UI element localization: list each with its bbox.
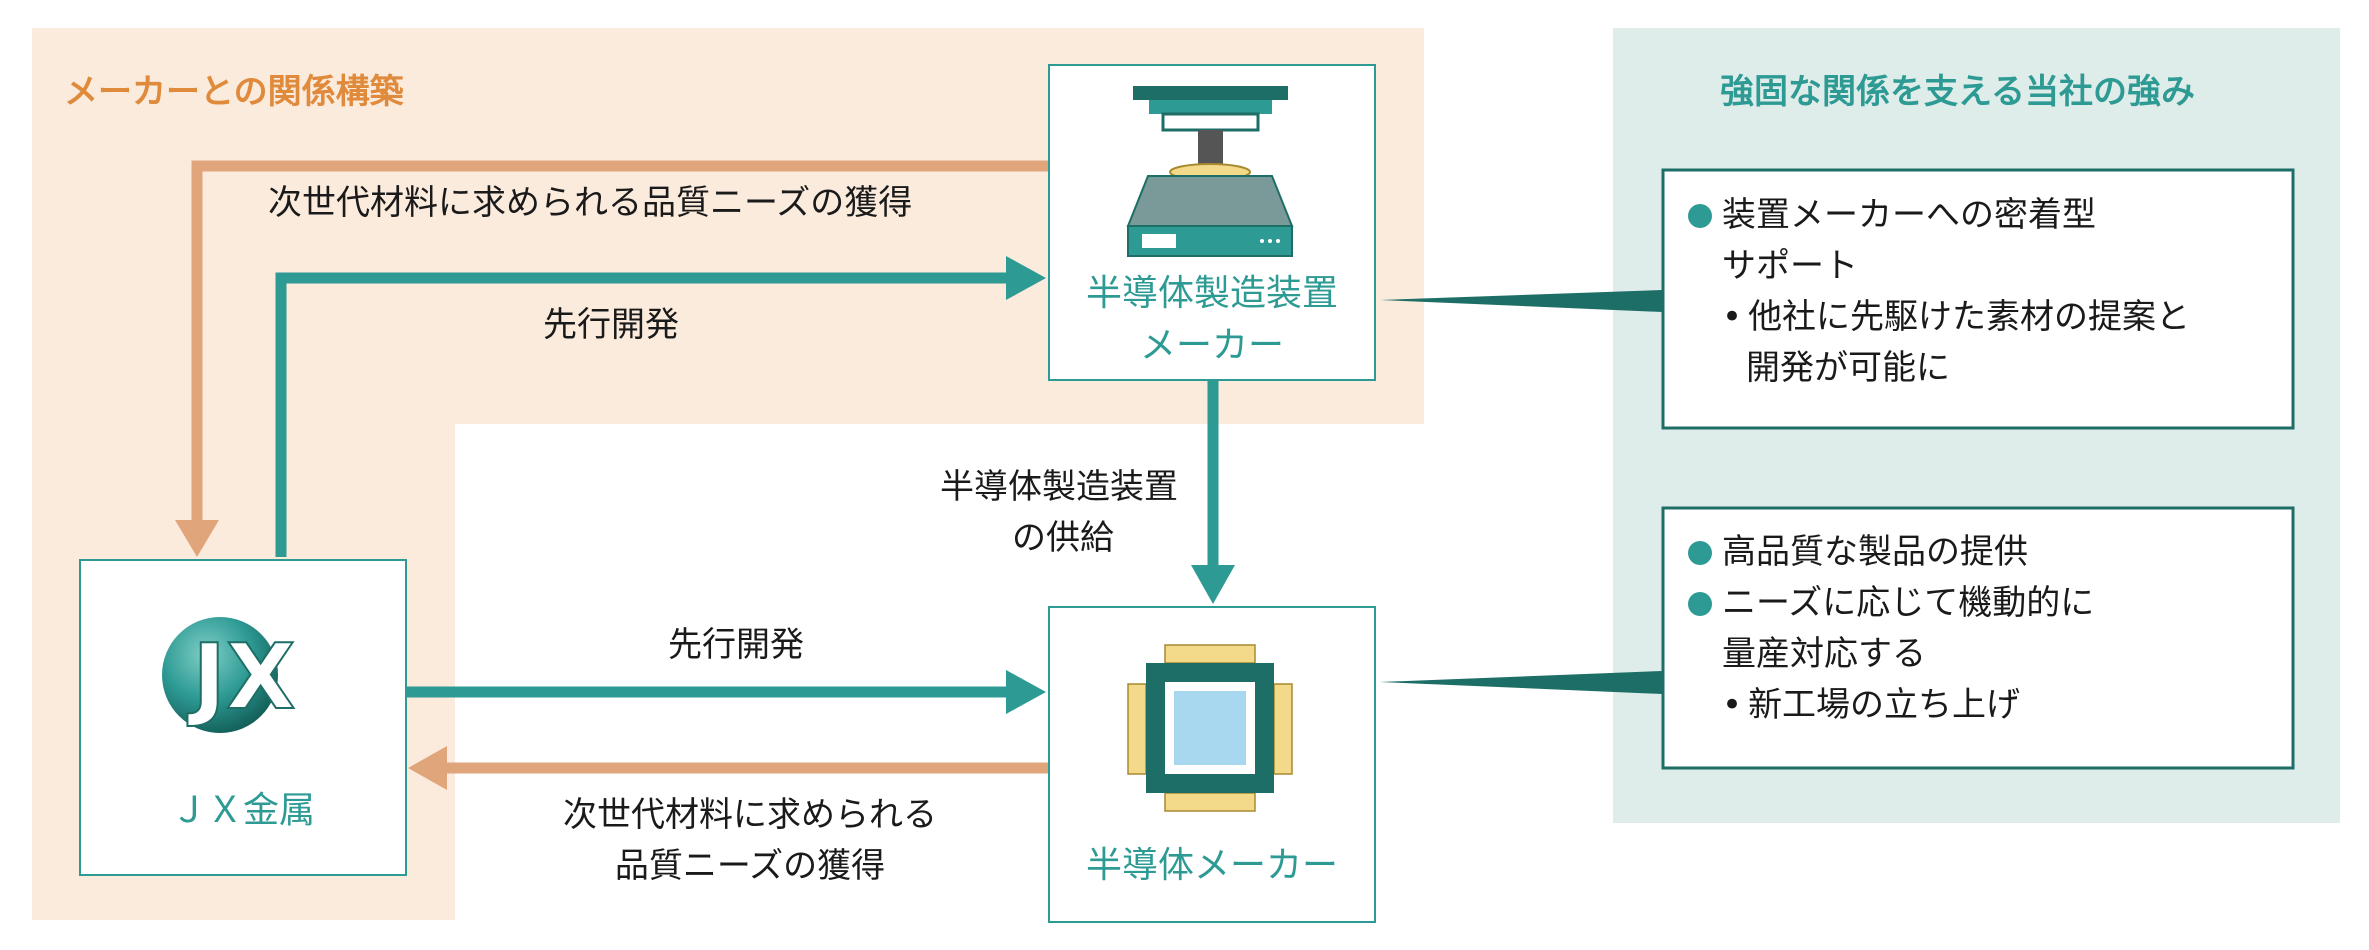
bullet-dot-icon	[1688, 204, 1712, 228]
bullet-dot-icon	[1688, 541, 1712, 565]
right-section-title: 強固な関係を支える当社の強み	[1720, 72, 2195, 112]
arrow-teal-top	[275, 256, 1046, 557]
callout-top-bullet-line2: サポート	[1722, 246, 1858, 286]
label-bottom-orange-arrow-line2: 品質ニーズの獲得	[614, 846, 886, 886]
node-label-jx: ＪＸ金属	[170, 790, 315, 831]
jx-logo-sphere	[162, 617, 278, 733]
callout-top-sub-marker: •	[1722, 297, 1743, 337]
callout-top-sub: •他社に先駆けた素材の提案と	[1688, 292, 2190, 343]
callout-bottom-content: 高品質な製品の提供 ニーズに応じて機動的に 量産対応する •新工場の立ち上げ	[1688, 527, 2094, 731]
callout-pointer-top	[1380, 290, 1662, 312]
left-section-title: メーカーとの関係構築	[64, 72, 404, 112]
chip-icon	[1127, 644, 1293, 812]
label-vertical-arrow: 半導体製造装置 の供給	[908, 462, 1178, 564]
callout-box-bottom	[1661, 506, 2295, 770]
label-bottom-teal-arrow: 先行開発	[668, 625, 804, 665]
callout-bottom-sub: •新工場の立ち上げ	[1688, 680, 2094, 731]
callout-bottom-bullet2: ニーズに応じて機動的に	[1688, 578, 2094, 629]
arrow-teal-vertical	[1191, 380, 1235, 604]
label-vertical-arrow-line1: 半導体製造装置	[940, 467, 1178, 507]
callout-bottom-sub-marker: •	[1722, 685, 1743, 725]
label-bottom-orange-arrow: 次世代材料に求められる 品質ニーズの獲得	[540, 790, 960, 892]
arrow-orange-bottom	[408, 746, 1048, 790]
callout-bottom-bullet2-line2: 量産対応する	[1722, 634, 1926, 674]
arrow-orange-top	[175, 160, 1048, 557]
callout-bottom-bullet2-line1: ニーズに応じて機動的に	[1722, 583, 2095, 623]
callout-box-top	[1661, 168, 2295, 430]
callout-bottom-bullet1-text: 高品質な製品の提供	[1722, 532, 2028, 572]
jx-logo-text: JX	[187, 625, 296, 730]
label-top-teal-arrow: 先行開発	[543, 305, 679, 345]
label-bottom-orange-arrow-line1: 次世代材料に求められる	[563, 795, 937, 835]
jx-logo: JX	[162, 617, 296, 733]
bullet-dot-icon	[1688, 592, 1712, 616]
callout-bottom-bullet1: 高品質な製品の提供	[1688, 527, 2094, 578]
callout-bottom-sub-line1: 新工場の立ち上げ	[1748, 685, 2021, 725]
callout-pointer-bottom	[1380, 671, 1662, 694]
label-vertical-arrow-line2: の供給	[1012, 518, 1114, 558]
callout-top-sub-line2: 開発が可能に	[1746, 348, 1950, 388]
callout-top-sub-line1: 他社に先駆けた素材の提案と	[1748, 297, 2191, 337]
node-label-semiconductor-maker: 半導体メーカー	[1085, 845, 1338, 886]
node-label-equipment-maker-line1: 半導体製造装置	[1085, 273, 1338, 314]
label-top-orange-arrow: 次世代材料に求められる品質ニーズの獲得	[268, 183, 913, 223]
arrow-teal-bottom	[407, 670, 1046, 714]
node-label-equipment-maker-line2: メーカー	[1139, 325, 1284, 367]
callout-top-bullet-line1: 装置メーカーへの密着型	[1722, 195, 2096, 235]
callout-top-bullet: 装置メーカーへの密着型	[1688, 190, 2190, 241]
node-label-equipment-maker: 半導体製造装置 メーカー	[1049, 268, 1375, 372]
callout-top-content: 装置メーカーへの密着型 サポート •他社に先駆けた素材の提案と 開発が可能に	[1688, 190, 2190, 394]
equipment-icon	[1126, 86, 1294, 257]
